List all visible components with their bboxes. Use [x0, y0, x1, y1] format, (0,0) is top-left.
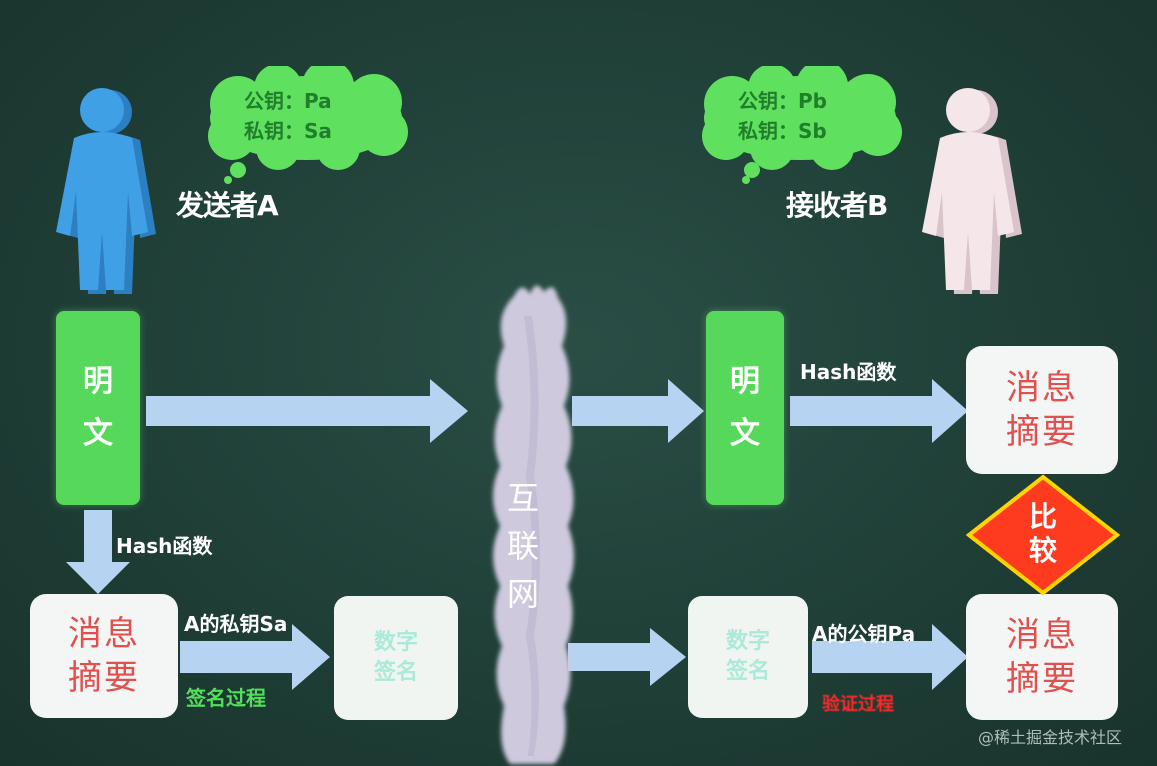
- digest-line: 消息: [68, 614, 140, 654]
- signature-line: 签名: [373, 660, 418, 685]
- internet-char: 网: [506, 575, 539, 613]
- sign-process-label: 签名过程: [186, 686, 266, 710]
- signature-line: 数字: [373, 630, 418, 655]
- plaintext-char: 明: [83, 364, 113, 399]
- signature-line: 数字: [725, 629, 770, 654]
- arrow-sign: [180, 624, 330, 690]
- sender-role-label: 发送者A: [176, 189, 279, 222]
- speech-cloud-icon: [702, 66, 902, 184]
- sender-private-key: 私钥：Sa: [244, 119, 332, 143]
- compare-label: 比 较: [1023, 500, 1063, 568]
- internet-label: 互 联 网: [498, 474, 548, 618]
- plaintext-char: 明: [730, 364, 760, 399]
- plaintext-char: 文: [83, 416, 113, 451]
- sender-private-key-label: A的私钥Sa: [184, 612, 288, 636]
- receiver-person-icon: [922, 88, 1022, 294]
- digest-line: 摘要: [68, 658, 140, 698]
- digest-line: 消息: [1006, 368, 1078, 408]
- verify-process-label: 验证过程: [822, 694, 894, 715]
- hash-label-left: Hash函数: [116, 534, 213, 558]
- receiver-digest-top-box: 消息 摘要: [966, 346, 1118, 474]
- receiver-plaintext-box: 明 文: [706, 311, 784, 505]
- arrow-sender-hash: [66, 510, 130, 594]
- receiver-signature-box: 数字 签名: [688, 596, 808, 718]
- compare-char: 较: [1028, 534, 1057, 567]
- digest-line: 摘要: [1006, 659, 1078, 699]
- receiver-digest-bottom-box: 消息 摘要: [966, 594, 1118, 720]
- watermark: @稀土掘金技术社区: [978, 728, 1123, 747]
- receiver-key-cloud: 公钥：Pb 私钥：Sb: [692, 66, 908, 184]
- sender-person-icon: [56, 88, 156, 294]
- arrow-plaintext-to-internet: [146, 379, 468, 443]
- signature-line: 签名: [725, 659, 770, 684]
- sender-key-cloud: 公钥：Pa 私钥：Sa: [198, 66, 414, 184]
- digest-line: 消息: [1006, 615, 1078, 655]
- compare-char: 比: [1028, 500, 1057, 533]
- receiver-private-key: 私钥：Sb: [738, 119, 827, 143]
- arrow-internet-to-signature: [568, 628, 686, 686]
- receiver-public-key: 公钥：Pb: [738, 89, 827, 113]
- speech-cloud-icon: [208, 66, 408, 184]
- digest-line: 摘要: [1006, 412, 1078, 452]
- arrow-internet-to-plaintext: [572, 379, 704, 443]
- sender-public-key-label: A的公钥Pa: [812, 622, 916, 646]
- internet-char: 互: [506, 479, 539, 517]
- sender-public-key: 公钥：Pa: [244, 89, 332, 113]
- compare-diamond-icon: [966, 474, 1120, 596]
- sender-signature-box: 数字 签名: [334, 596, 458, 720]
- hash-label-right: Hash函数: [800, 360, 897, 384]
- internet-cloud-icon: [493, 285, 574, 764]
- sender-plaintext-box: 明 文: [56, 311, 140, 505]
- plaintext-char: 文: [730, 416, 760, 451]
- arrow-verify: [812, 624, 968, 690]
- receiver-role-label: 接收者B: [786, 189, 888, 222]
- internet-char: 联: [506, 527, 539, 565]
- arrow-receiver-hash: [790, 379, 968, 443]
- sender-digest-box: 消息 摘要: [30, 594, 178, 718]
